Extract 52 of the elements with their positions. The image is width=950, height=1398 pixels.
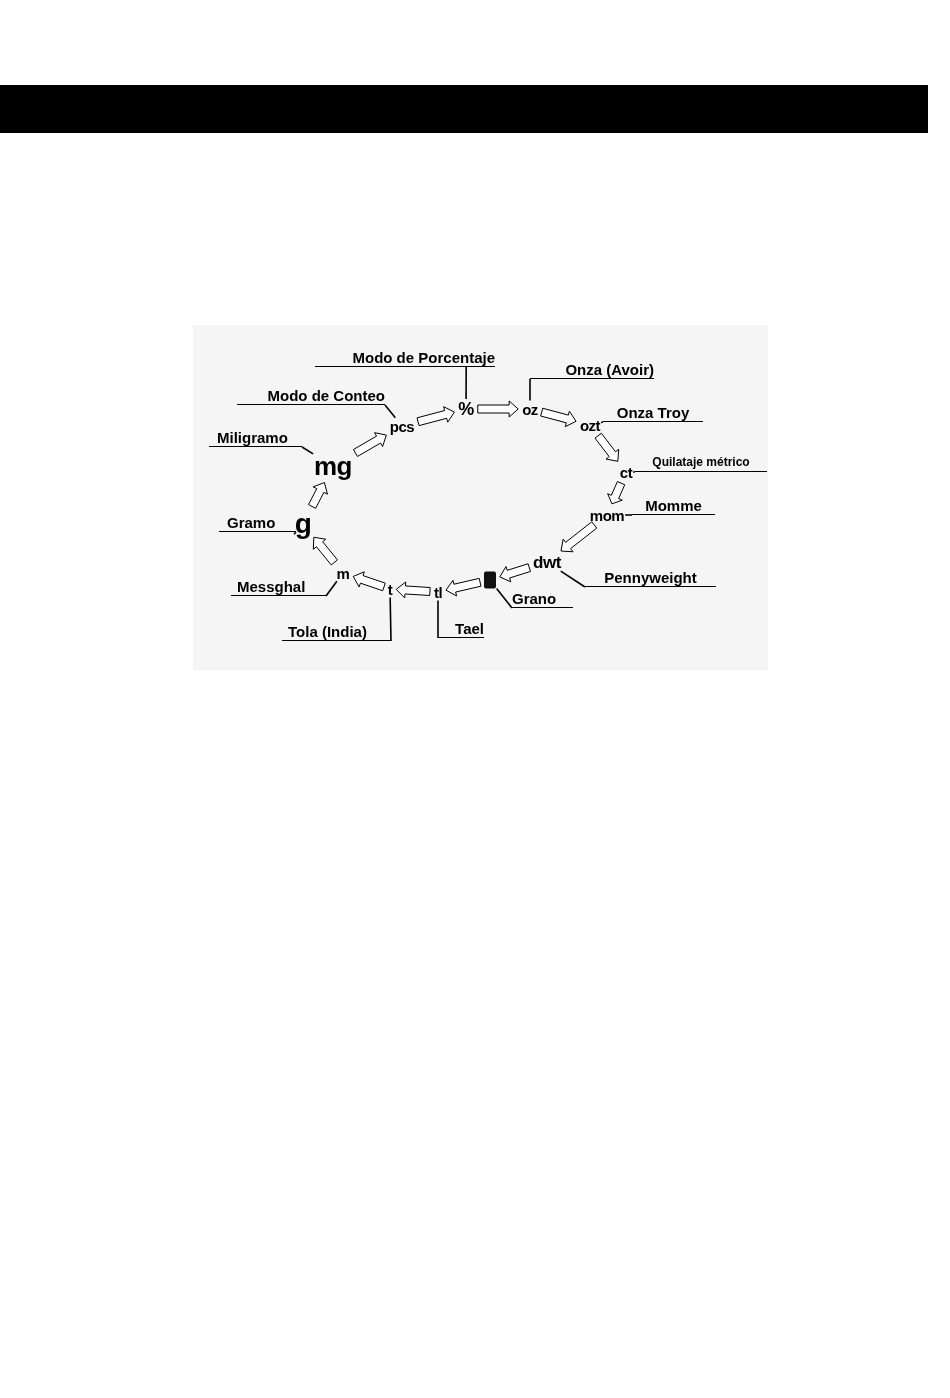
unit-symbol: pcs [389,418,415,434]
block-arrow [312,536,338,566]
leader-label: Onza Troy [603,402,703,422]
block-arrow [499,563,531,583]
leader-label: Miligramo [209,427,302,447]
leader-line [437,599,439,639]
block-arrow [540,407,577,428]
leader-label: Modo de Porcentaje [315,347,495,367]
block-arrow [416,406,455,427]
leader-line [384,404,397,419]
unit-symbol: m [336,565,350,581]
leader-line [632,471,636,473]
block-arrow [560,521,598,553]
unit-symbol: ct [619,464,633,480]
block-arrow [352,571,386,592]
filled-block [484,571,496,589]
leader-label: Grano [512,588,573,608]
leader-label: Tola (India) [282,621,391,641]
leader-line [495,587,513,609]
block-arrow [308,482,328,509]
leader-line [624,514,633,516]
leader-line [325,580,338,597]
block-arrow [594,432,620,462]
block-arrow [395,581,431,599]
block-arrow [352,432,387,457]
unit-symbol: ozt [579,417,601,433]
leader-line [600,421,604,424]
block-arrow [607,481,626,505]
leader-line [529,378,531,402]
leader-label: Quilataje métrico [635,452,767,472]
leader-line [559,570,586,588]
unit-symbol: % [458,400,474,418]
leader-label: Onza (Avoir) [530,359,654,379]
leader-label: Tael [438,618,484,638]
unit-symbol: g [294,510,312,538]
unit-symbol: mg [314,453,352,479]
leader-label: Pennyweight [585,567,716,587]
block-arrow [445,577,482,597]
block-arrow [477,400,519,418]
leader-line [465,366,467,400]
unit-symbol: mom [589,507,625,523]
leader-line [293,531,297,536]
unit-symbol: t [387,581,393,597]
leader-line [389,596,392,642]
unit-symbol: oz [522,401,538,417]
unit-symbol: tl [433,584,443,600]
leader-label: Gramo [219,512,296,532]
unit-symbol: dwt [533,553,561,571]
leader-label: Messghal [231,576,326,596]
leader-line [301,446,314,455]
leader-label: Modo de Conteo [237,385,385,405]
leader-label: Momme [632,495,715,515]
